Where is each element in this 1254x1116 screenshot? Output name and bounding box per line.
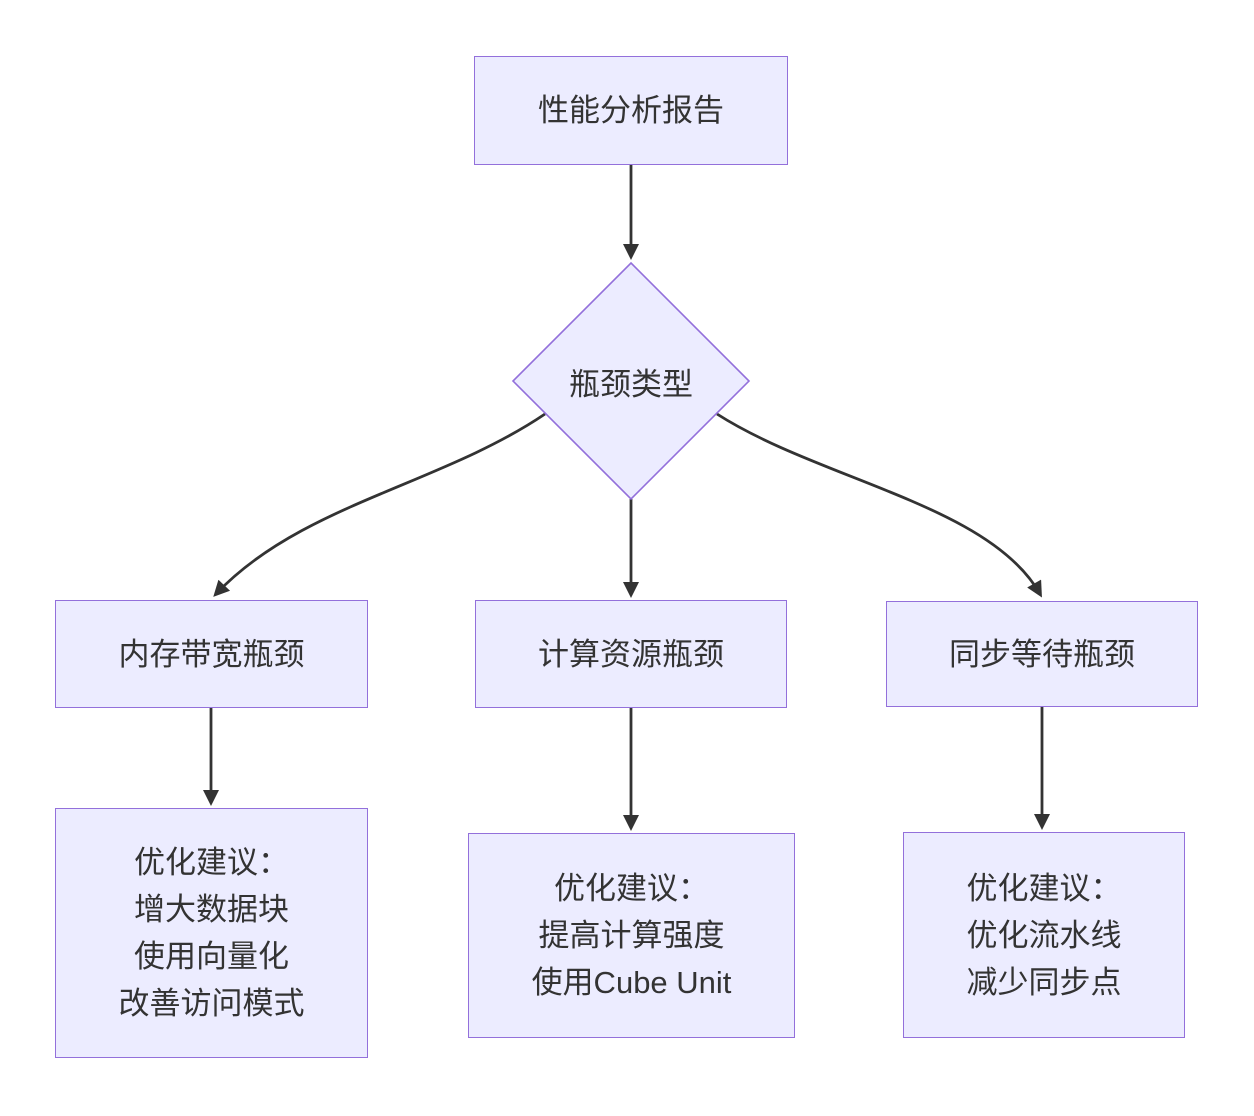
node-compute-advice: 优化建议： 提高计算强度 使用Cube Unit xyxy=(468,833,795,1038)
node-memory-advice: 优化建议： 增大数据块 使用向量化 改善访问模式 xyxy=(55,808,368,1058)
edge-decision-to-memory xyxy=(213,412,546,597)
node-compute-resource: 计算资源瓶颈 xyxy=(475,600,787,708)
edge-decision-to-sync xyxy=(716,412,1042,598)
node-bottleneck-type-label: 瓶颈类型 xyxy=(569,366,693,402)
memory-advice-line: 改善访问模式 xyxy=(118,986,305,1021)
node-compute-resource-label: 计算资源瓶颈 xyxy=(538,636,724,672)
node-performance-report: 性能分析报告 xyxy=(474,56,788,165)
sync-advice-line: 减少同步点 xyxy=(966,964,1122,1000)
node-sync-wait-label: 同步等待瓶颈 xyxy=(949,636,1135,672)
node-sync-advice: 优化建议： 优化流水线 减少同步点 xyxy=(903,832,1185,1038)
memory-advice-line: 使用向量化 xyxy=(134,939,289,974)
compute-advice-line: 提高计算强度 xyxy=(538,918,725,953)
decision-diamond-shape xyxy=(511,261,751,501)
node-memory-bandwidth-label: 内存带宽瓶颈 xyxy=(118,636,305,672)
sync-advice-line: 优化建议： xyxy=(966,870,1122,906)
node-performance-report-label: 性能分析报告 xyxy=(538,93,724,128)
memory-advice-line: 增大数据块 xyxy=(134,892,289,927)
compute-advice-line: 优化建议： xyxy=(554,871,709,906)
node-memory-bandwidth: 内存带宽瓶颈 xyxy=(55,600,368,708)
node-sync-wait: 同步等待瓶颈 xyxy=(886,601,1198,707)
memory-advice-line: 优化建议： xyxy=(134,845,289,880)
sync-advice-line: 优化流水线 xyxy=(966,917,1122,953)
compute-advice-line: 使用Cube Unit xyxy=(531,965,732,1000)
node-bottleneck-type: 瓶颈类型 xyxy=(513,263,749,499)
